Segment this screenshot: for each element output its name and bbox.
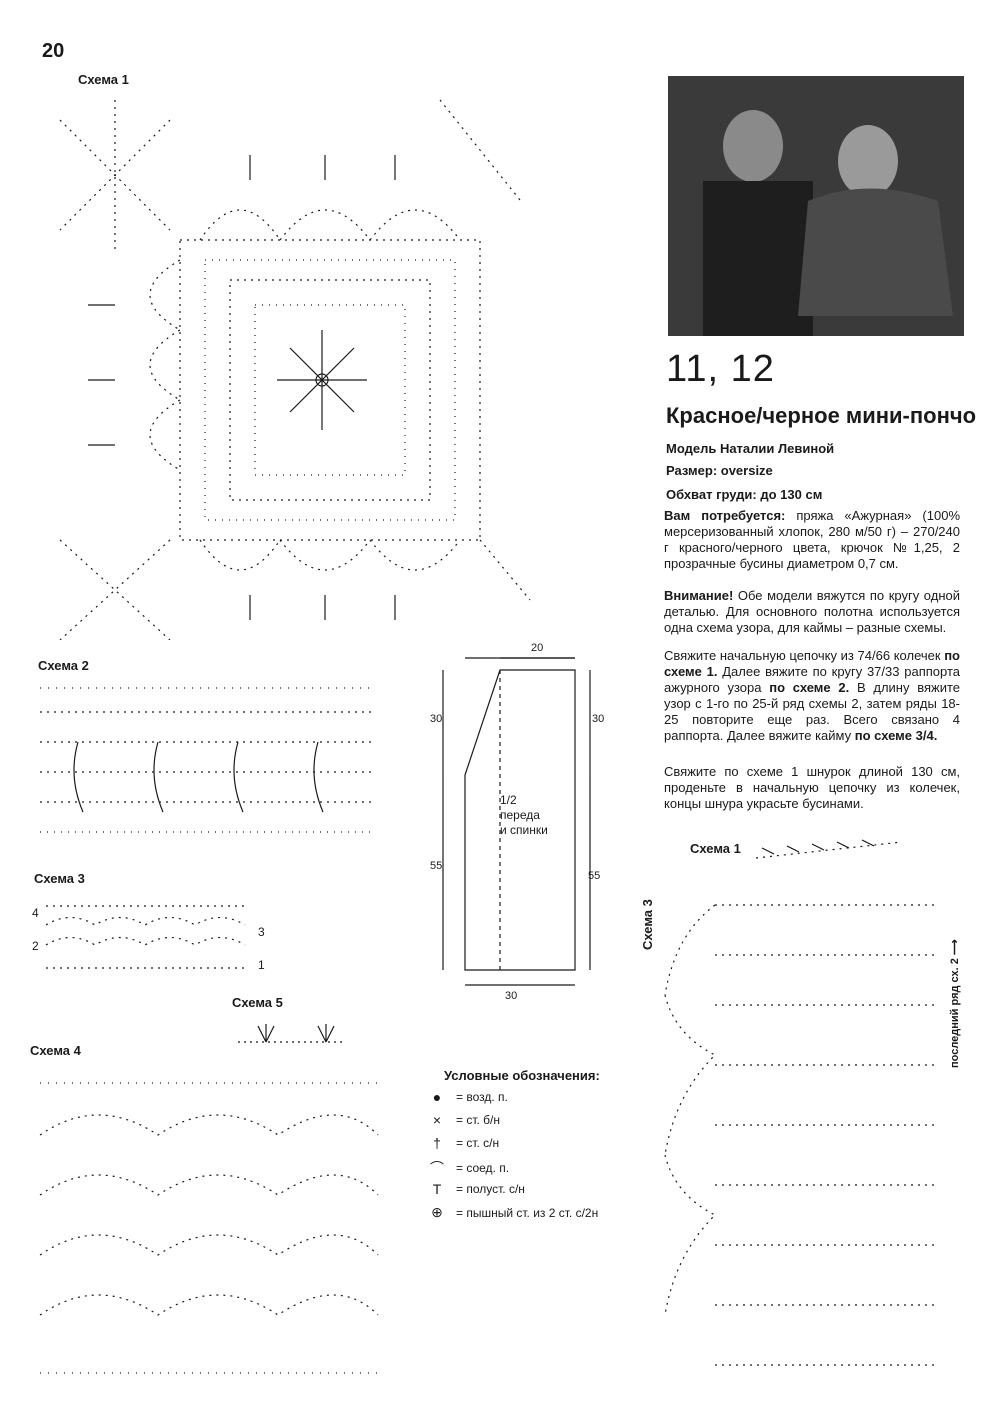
pattern-label-line1: 1/2 <box>500 793 548 808</box>
scheme-3-right-label: Схема 3 <box>640 899 655 950</box>
page-number: 20 <box>42 40 64 63</box>
legend-item: ● = возд. п. <box>428 1089 508 1105</box>
dim-top: 20 <box>531 642 543 654</box>
s3-row-3: 3 <box>258 925 265 939</box>
scheme-2-diagram <box>38 682 378 838</box>
scheme-3-label: Схема 3 <box>34 871 85 886</box>
cord-scheme-diagram <box>752 838 907 862</box>
scheme-1-right-label: Схема 1 <box>690 841 741 856</box>
instr-a: Свяжите начальную цепочку из 74/66 колеч… <box>664 648 944 663</box>
double-crochet-icon: † <box>428 1135 446 1151</box>
size-info: Размер: oversize <box>666 463 773 478</box>
puff-stitch-icon: ⊕ <box>428 1204 446 1221</box>
chest-info: Обхват груди: до 130 см <box>666 487 822 502</box>
article-title: Красное/черное мини-пончо <box>666 403 976 429</box>
legend-text: = возд. п. <box>456 1090 508 1104</box>
pattern-label-line2: переда <box>500 808 548 823</box>
attention-label: Внимание! <box>664 588 733 603</box>
chain-stitch-icon: ● <box>428 1089 446 1105</box>
legend-item: ⊕ = пышный ст. из 2 ст. с/2н <box>428 1204 598 1221</box>
legend-title: Условные обозначения: <box>444 1068 600 1083</box>
scheme-4-label: Схема 4 <box>30 1043 81 1058</box>
legend-item: † = ст. с/н <box>428 1135 499 1151</box>
instr-f: по схеме 3/4. <box>855 728 938 743</box>
dim-right-upper: 30 <box>592 713 604 725</box>
dim-left-upper: 30 <box>430 713 442 725</box>
pattern-label-line3: и спинки <box>500 823 548 838</box>
s3-row-4: 4 <box>32 906 39 920</box>
instr-d: по схеме 2. <box>769 680 849 695</box>
last-row-note: последний ряд сх. 2 ⟶ <box>948 939 961 1068</box>
article-number: 11, 12 <box>666 348 775 391</box>
attention-paragraph: Внимание! Обе модели вяжутся по кругу од… <box>664 588 960 636</box>
slip-stitch-icon: ⌒ <box>428 1158 446 1178</box>
materials-label: Вам потребуется: <box>664 508 785 523</box>
scheme-4-diagram <box>38 1075 383 1380</box>
legend-text: = соед. п. <box>456 1161 509 1175</box>
border-scheme-diagram <box>655 895 945 1395</box>
pattern-label: 1/2 переда и спинки <box>500 793 548 838</box>
instructions-paragraph: Свяжите начальную цепочку из 74/66 колеч… <box>664 648 960 744</box>
single-crochet-icon: × <box>428 1112 446 1128</box>
dim-right-lower: 55 <box>588 870 600 882</box>
model-author: Модель Наталии Левиной <box>666 441 834 456</box>
legend-item: × = ст. б/н <box>428 1112 500 1128</box>
scheme-5-diagram <box>236 1018 346 1048</box>
legend-text: = пышный ст. из 2 ст. с/2н <box>456 1206 598 1220</box>
scheme-1-diagram <box>40 80 560 640</box>
half-double-crochet-icon: T <box>428 1181 446 1197</box>
legend-item: T = полуст. с/н <box>428 1181 525 1197</box>
s3-row-2: 2 <box>32 939 39 953</box>
dim-bottom: 30 <box>505 990 517 1002</box>
legend-text: = ст. с/н <box>456 1136 499 1150</box>
scheme-3-diagram <box>40 900 260 975</box>
scheme-2-label: Схема 2 <box>38 658 89 673</box>
model-photo <box>668 76 964 336</box>
s3-row-1: 1 <box>258 958 265 972</box>
dim-left-lower: 55 <box>430 860 442 872</box>
scheme-5-label: Схема 5 <box>232 995 283 1010</box>
legend-text: = полуст. с/н <box>456 1182 525 1196</box>
legend-text: = ст. б/н <box>456 1113 500 1127</box>
legend-item: ⌒ = соед. п. <box>428 1158 509 1178</box>
materials-paragraph: Вам потребуется: пряжа «Ажурная» (100% м… <box>664 508 960 572</box>
cord-paragraph: Свяжите по схеме 1 шнурок длиной 130 см,… <box>664 764 960 812</box>
